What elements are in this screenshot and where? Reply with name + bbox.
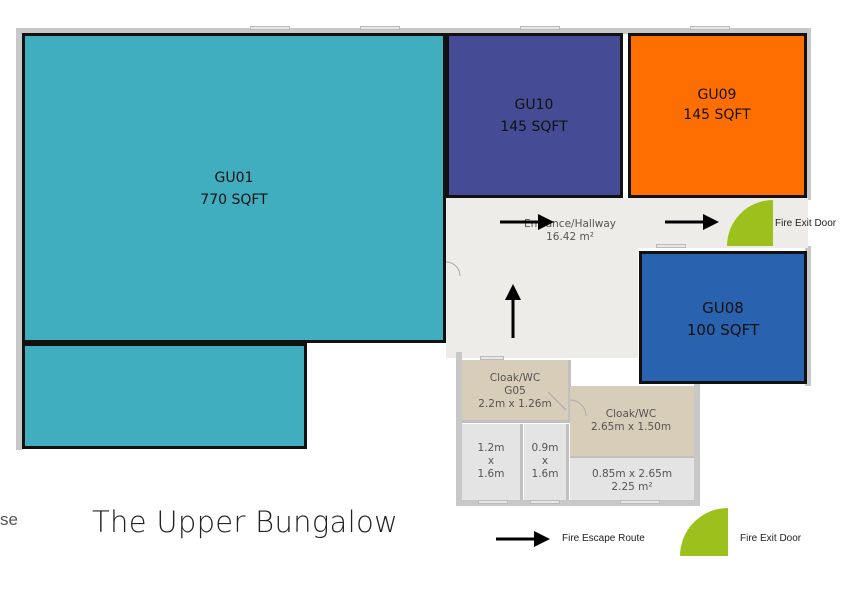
window <box>620 500 660 504</box>
wall-lower-left <box>456 352 462 506</box>
room-gu10-area: 145 SQFT <box>500 119 568 135</box>
room-gu09-area: 145 SQFT <box>683 107 751 123</box>
room-gu01-name: GU01 <box>214 170 254 186</box>
cloak-g05-size: 2.2m x 1.26m <box>478 398 552 410</box>
room-gu09 <box>628 33 807 198</box>
stall-1-floor <box>462 424 523 500</box>
cloak-2-name: Cloak/WC <box>605 408 657 420</box>
window <box>250 26 290 30</box>
fire-exit-door-label: Fire Exit Door <box>775 218 837 229</box>
wall-left <box>16 28 22 450</box>
wall-right-mid <box>805 246 811 386</box>
room-gu08-name: GU08 <box>702 299 744 317</box>
fire-route-arrow-up <box>505 284 521 338</box>
stall-1-l3: 1.6m <box>477 468 505 480</box>
room-gu10-name: GU10 <box>514 97 554 113</box>
legend-route-arrow <box>496 531 550 547</box>
window <box>480 356 504 360</box>
room-gu10 <box>446 33 623 198</box>
fire-exit-door-icon <box>727 200 773 246</box>
wall-lower-right <box>694 382 700 506</box>
window <box>530 500 560 504</box>
window <box>478 500 508 504</box>
cloak-2-floor <box>570 386 694 459</box>
wall-bottom-lower <box>456 500 700 506</box>
stall-2-l1: 0.9m <box>531 442 559 454</box>
room-gu09-name: GU09 <box>697 87 737 103</box>
store-size: 0.85m x 2.65m <box>591 468 673 480</box>
room-gu01-area: 770 SQFT <box>200 192 268 208</box>
room-gu08 <box>639 251 807 384</box>
window <box>360 26 400 30</box>
cloak-g05-name: Cloak/WC <box>489 372 541 384</box>
window <box>656 244 686 248</box>
room-gu08-area: 100 SQFT <box>686 321 760 339</box>
window <box>690 26 730 30</box>
stall-2-floor <box>524 424 569 500</box>
legend-door-icon <box>680 508 728 556</box>
room-gu01-lower <box>22 343 307 449</box>
partial-left-text: se <box>0 510 18 529</box>
fire-route-arrow-right-1 <box>500 214 554 230</box>
stall-2-l3: 1.6m <box>531 468 559 480</box>
hallway-area: 16.42 m² <box>546 231 594 243</box>
stall-2-l2: x <box>541 455 549 467</box>
window <box>520 26 560 30</box>
cloak-g05-code: G05 <box>504 385 526 397</box>
fire-route-arrow-right-2 <box>665 214 719 230</box>
legend-door-label: Fire Exit Door <box>740 533 802 544</box>
cloak-2-size: 2.65m x 1.50m <box>590 421 672 433</box>
store-floor <box>570 458 694 500</box>
room-gu01 <box>22 33 446 343</box>
store-area: 2.25 m² <box>611 481 653 493</box>
fire-exit-door-shape <box>727 200 773 246</box>
stall-1-l1: 1.2m <box>477 442 505 454</box>
page-title: The Upper Bungalow <box>92 505 399 539</box>
cloak-g05-floor <box>462 360 571 423</box>
stall-1-l2: x <box>487 455 495 467</box>
wall-main-block <box>16 28 811 34</box>
legend-route-label: Fire Escape Route <box>562 533 645 544</box>
wall-right-top <box>805 28 811 200</box>
legend: Fire Escape Route Fire Exit Door <box>490 505 830 565</box>
